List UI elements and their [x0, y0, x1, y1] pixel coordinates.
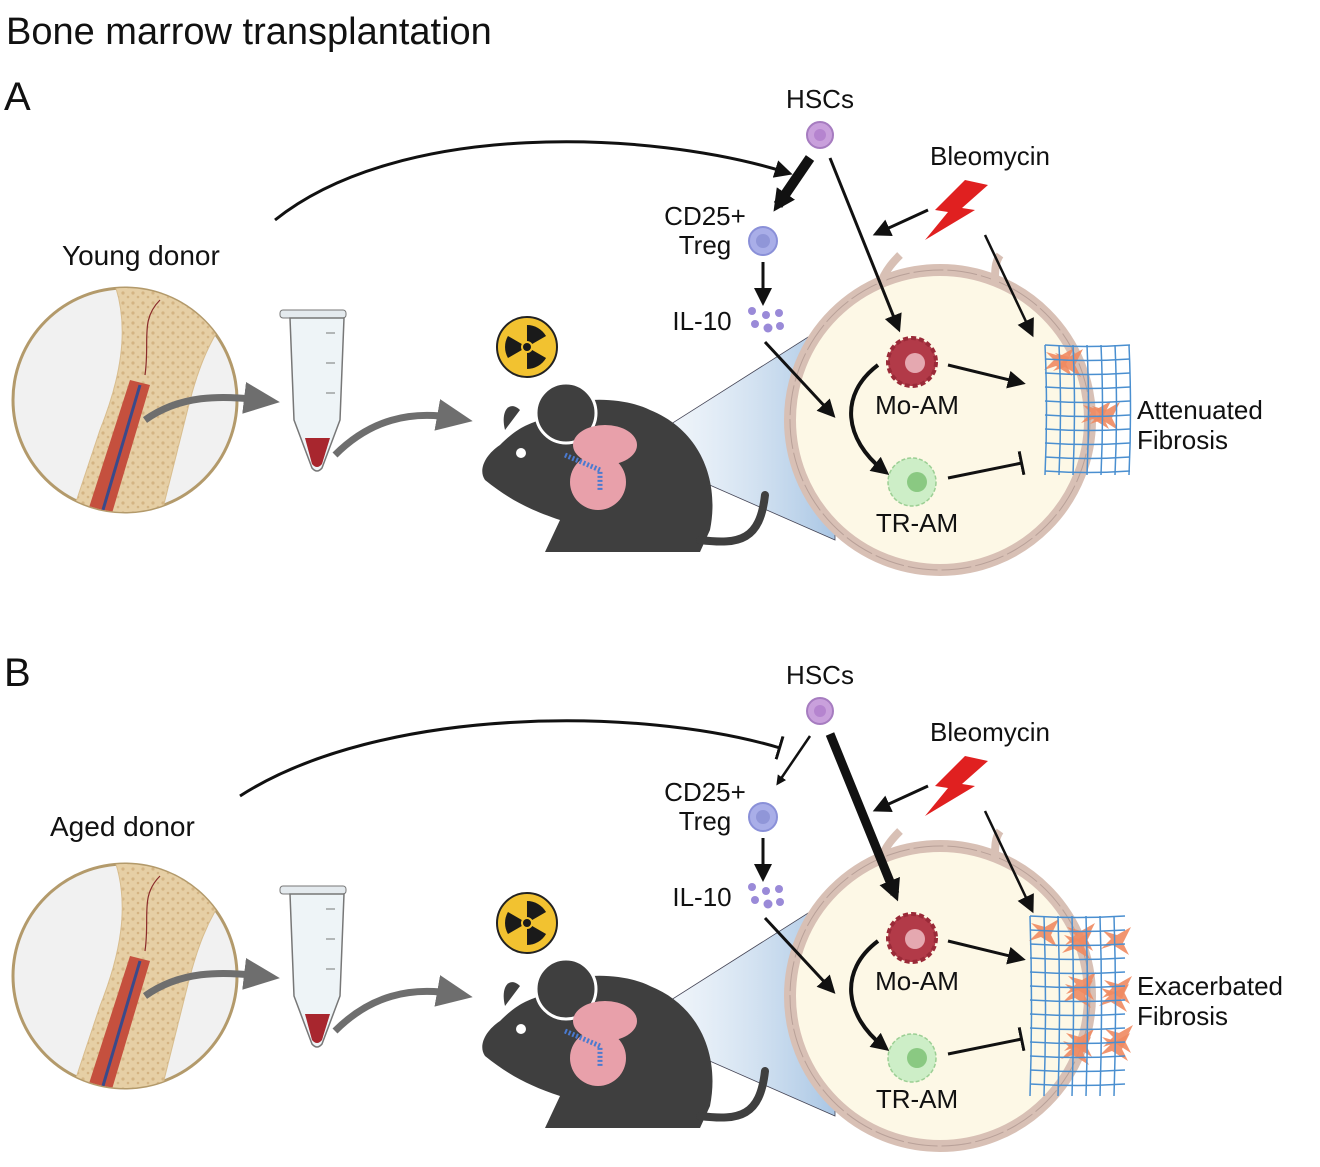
- treg-label-line1: CD25+: [664, 201, 746, 231]
- panel-b: B Aged donor: [4, 651, 1283, 1152]
- mouse-icon: [482, 957, 769, 1128]
- treg-label-line1: CD25+: [664, 777, 746, 807]
- panel-a: A Young donor: [4, 75, 1263, 576]
- donor-treg-inhibition: [239, 719, 785, 798]
- moam-fibrosis-arrow: [947, 363, 1026, 389]
- mo-am-cell: [886, 336, 938, 388]
- outcome-label-line2: Fibrosis: [1137, 425, 1228, 455]
- outcome-label-line1: Exacerbated: [1137, 971, 1283, 1001]
- panel-letter: A: [4, 75, 31, 119]
- transfer-arrow: [142, 381, 280, 423]
- bleomycin-arrow: [872, 784, 929, 813]
- hsc-treg-arrow: [773, 155, 815, 212]
- tram-fibrosis-inhibition: [947, 1027, 1026, 1056]
- tube-icon: [279, 885, 347, 1048]
- mo-am-label: Mo-AM: [875, 966, 959, 996]
- transfer-arrow: [142, 957, 280, 999]
- injection-arrow: [332, 399, 473, 458]
- tr-am-cell: [887, 1033, 937, 1083]
- mo-am-cell: [886, 912, 938, 964]
- moam-to-tram-arrow: [849, 939, 890, 1051]
- bleomycin-label: Bleomycin: [930, 141, 1050, 171]
- hsc-moam-arrow: [825, 732, 900, 902]
- bleomycin-fibrosis-arrow: [983, 234, 1034, 338]
- treg-label-line2: Treg: [679, 806, 732, 836]
- hscs-label: HSCs: [786, 660, 854, 690]
- fibrosis-matrix: [1029, 915, 1133, 1097]
- il10-tram-arrow: [763, 916, 836, 994]
- donor-label: Aged donor: [50, 811, 195, 842]
- bone-marrow-illustration: [11, 286, 239, 514]
- radiation-icon: [496, 892, 558, 954]
- moam-fibrosis-arrow: [947, 939, 1026, 965]
- lightning-bolt-icon: [925, 756, 988, 816]
- il10-label: IL-10: [672, 882, 731, 912]
- il10-molecules: [748, 883, 784, 909]
- figure-title: Bone marrow transplantation: [6, 11, 492, 53]
- lightning-bolt-icon: [925, 180, 988, 240]
- fibrosis-matrix: [1044, 344, 1132, 476]
- outcome-label-line2: Fibrosis: [1137, 1001, 1228, 1031]
- bleomycin-fibrosis-arrow: [983, 810, 1034, 914]
- tram-fibrosis-inhibition: [947, 451, 1026, 480]
- moam-to-tram-arrow: [849, 363, 890, 475]
- tr-am-label: TR-AM: [876, 508, 958, 538]
- tube-icon: [279, 309, 347, 472]
- radiation-icon: [496, 316, 558, 378]
- outcome-label-line1: Attenuated: [1137, 395, 1263, 425]
- hsc-moam-arrow: [828, 157, 902, 333]
- donor-label: Young donor: [62, 240, 220, 271]
- alveolus: [784, 252, 1096, 576]
- hscs-label: HSCs: [786, 84, 854, 114]
- tr-am-label: TR-AM: [876, 1084, 958, 1114]
- injection-arrow: [332, 975, 473, 1034]
- mo-am-label: Mo-AM: [875, 390, 959, 420]
- bleomycin-label: Bleomycin: [930, 717, 1050, 747]
- hsc-treg-arrow: [776, 735, 812, 786]
- il10-molecules: [748, 307, 784, 333]
- donor-treg-arrow: [274, 140, 793, 222]
- tr-am-cell: [887, 457, 937, 507]
- bleomycin-arrow: [872, 208, 929, 237]
- mouse-icon: [482, 381, 769, 552]
- bone-marrow-illustration: [11, 862, 239, 1090]
- il10-label: IL-10: [672, 306, 731, 336]
- panel-letter: B: [4, 651, 31, 695]
- treg-label-line2: Treg: [679, 230, 732, 260]
- il10-tram-arrow: [763, 340, 836, 418]
